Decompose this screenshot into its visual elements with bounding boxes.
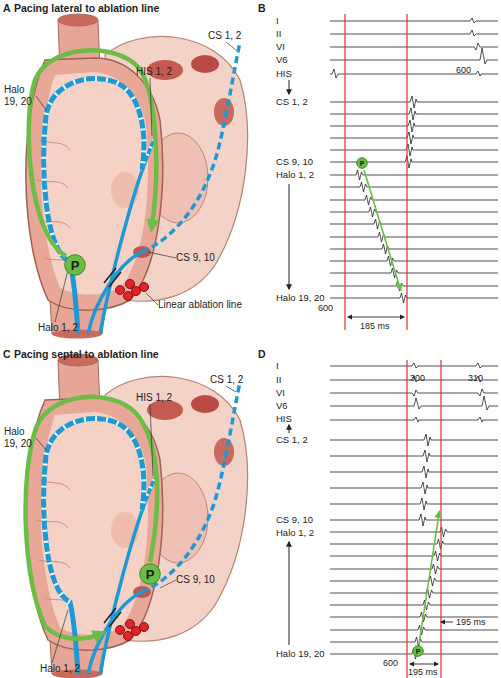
catheter-label: Halo 1, 2 xyxy=(38,322,78,334)
trace-label: VI xyxy=(276,387,285,399)
trace-label: V6 xyxy=(276,400,288,412)
direction-arrow xyxy=(289,184,290,289)
cycle-length: 600 xyxy=(318,302,333,314)
trace-label: CS 1, 2 xyxy=(276,434,308,446)
direction-arrow xyxy=(289,425,290,433)
catheter-label: HIS 1, 2 xyxy=(136,66,172,78)
trace-label: Halo 1, 2 xyxy=(276,527,314,539)
trace-label: VI xyxy=(276,41,285,53)
anatomy-label: Linear ablation line xyxy=(158,299,242,311)
pacing-site-circle: P xyxy=(412,645,424,657)
catheter-label: Halo 1, 2 xyxy=(40,663,80,675)
panel-heading: Pacing lateral to ablation line xyxy=(14,2,159,14)
cycle-length: 300 xyxy=(410,372,425,384)
trace-label: Halo 19, 20 xyxy=(276,292,325,304)
interval-value: 195 ms xyxy=(408,666,438,678)
time-marker xyxy=(406,14,407,330)
circle-shape xyxy=(357,158,368,169)
cs-traces xyxy=(330,96,498,168)
surface-traces xyxy=(330,18,498,78)
trace-label: HIS xyxy=(276,68,292,80)
trace-label: Halo 1, 2 xyxy=(276,169,314,181)
cs-traces xyxy=(330,434,498,526)
catheter-label: CS 9, 10 xyxy=(176,574,215,586)
pacing-site-circle: P xyxy=(356,157,368,169)
catheter-label: HIS 1, 2 xyxy=(136,392,172,404)
trace-label: CS 1, 2 xyxy=(276,96,308,108)
cycle-length: 310 xyxy=(468,372,483,384)
time-marker xyxy=(406,360,407,678)
time-marker xyxy=(440,360,441,678)
circle-shape xyxy=(413,646,424,657)
heart-anatomy xyxy=(26,14,248,339)
circle-shape xyxy=(140,564,161,585)
cycle-length: 600 xyxy=(456,64,471,76)
interval-arrow xyxy=(410,664,438,665)
trace-label: CS 9, 10 xyxy=(276,514,313,526)
activation-arrow xyxy=(364,170,400,288)
pacing-label: P xyxy=(71,259,80,272)
trace-label: II xyxy=(276,28,281,40)
leader-lines xyxy=(36,42,236,322)
catheter-label: CS 9, 10 xyxy=(176,252,215,264)
halo-traces xyxy=(330,527,498,659)
interval-arrow xyxy=(441,622,453,623)
panel-letter: B xyxy=(258,2,266,14)
panel-heading: Pacing septal to ablation line xyxy=(14,348,159,360)
heart-anatomy xyxy=(26,354,248,678)
interval-value: 185 ms xyxy=(360,320,390,332)
catheter-label: CS 1, 2 xyxy=(210,374,243,386)
halo-traces xyxy=(330,170,498,303)
surface-traces xyxy=(330,363,498,422)
pacing-site-circle: P xyxy=(64,254,86,276)
panel-letter: D xyxy=(258,348,266,360)
time-marker xyxy=(344,14,345,330)
interval-arrow xyxy=(348,317,404,318)
activation-arrow xyxy=(26,397,158,639)
interval-value: 195 ms xyxy=(456,616,486,628)
panel-letter: A xyxy=(3,2,11,14)
trace-label: II xyxy=(276,374,281,386)
activation-arrow xyxy=(419,514,439,644)
trace-label: HIS xyxy=(276,413,292,425)
pacing-label: P xyxy=(360,160,365,167)
pacing-site-circle: P xyxy=(139,563,161,585)
cycle-length: 600 xyxy=(383,657,398,669)
panel-letter: C xyxy=(3,348,11,360)
leader-lines xyxy=(36,386,236,663)
direction-arrow xyxy=(289,80,290,94)
trace-label: Halo 19, 20 xyxy=(276,648,325,660)
circle-shape xyxy=(65,255,86,276)
pacing-label: P xyxy=(146,568,155,581)
trace-label: I xyxy=(276,15,279,27)
pacing-label: P xyxy=(416,648,421,655)
catheter-label: CS 1, 2 xyxy=(208,30,241,42)
catheter-label: Halo 19, 20 xyxy=(4,426,38,450)
trace-label: CS 9, 10 xyxy=(276,156,313,168)
trace-label: V6 xyxy=(276,54,288,66)
direction-arrow xyxy=(289,542,290,645)
catheter-label: Halo 19, 20 xyxy=(4,84,38,108)
activation-arrow xyxy=(29,50,156,256)
trace-label: I xyxy=(276,360,279,372)
